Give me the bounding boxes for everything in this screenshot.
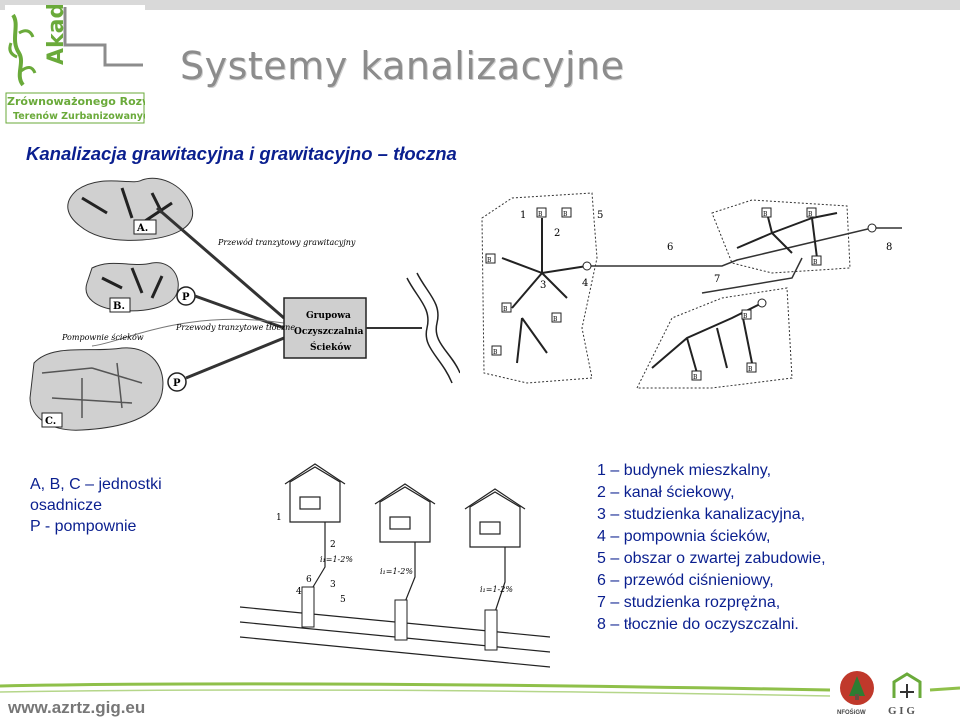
academy-logo-graphic: Akademia Zrównoważonego Rozwoju Terenów … [5, 0, 171, 124]
legend-item: 7 – studzienka rozprężna, [597, 594, 781, 611]
pump-stations-label: Pompownie ścieków [61, 333, 144, 342]
legend-item: 8 – tłocznie do oczyszczalni. [597, 616, 799, 633]
pressure-transit-label: Przewody tranzytowe tłoczne [175, 323, 295, 332]
profile-num-3: 3 [330, 580, 336, 590]
building-6: B [493, 349, 498, 356]
unit-c-label: C. [45, 416, 56, 427]
logo-akademia: Akademia [44, 5, 69, 65]
plant-label-2: Oczyszczalnia [294, 327, 364, 337]
plan-num-4: 4 [582, 278, 588, 289]
plan-num-1: 1 [520, 210, 526, 221]
profile-num-2: 2 [330, 540, 336, 550]
plan-num-8: 8 [886, 242, 892, 253]
building-3: B [563, 211, 568, 218]
group-sewerage-diagram: A. B. C. P P Grupowa Oczyszczalnia Ściek… [29, 177, 460, 431]
logo-line-2: Zrównoważonego Rozwoju [7, 95, 145, 108]
legend-item: 3 – studzienka kanalizacyjna, [597, 506, 806, 523]
academy-logo: Akademia Zrównoważonego Rozwoju Terenów … [5, 0, 171, 127]
legend-numbers: 1 – budynek mieszkalny, 2 – kanał ścieko… [597, 460, 826, 636]
nfosigw-text: NFOŚiGW [837, 709, 866, 716]
building-7: B [763, 211, 768, 218]
legend-item: 5 – obszar o zwartej zabudowie, [597, 550, 826, 567]
unit-b-label: B. [113, 301, 125, 312]
profile-num-5: 5 [340, 595, 346, 605]
slope-label-3: i₁=1-2% [480, 585, 513, 594]
pump-station-c [167, 372, 187, 392]
building-4: B [503, 306, 508, 313]
pump-c-label: P [173, 378, 181, 389]
nfosigw-logo: NFOŚiGW [837, 671, 874, 716]
building-1: B [487, 257, 492, 264]
building-9: B [813, 259, 818, 266]
plan-num-6: 6 [667, 242, 673, 253]
page-title: Systemy kanalizacyjne [180, 44, 625, 88]
gig-text: G I G [888, 705, 915, 717]
building-12: B [748, 366, 753, 373]
legend-item: 6 – przewód ciśnieniowy, [597, 572, 774, 589]
plant-label-3: Ścieków [310, 341, 351, 353]
plan-num-2: 2 [554, 228, 560, 239]
gravity-transit-label: Przewód tranzytowy grawitacyjny [217, 238, 356, 247]
slope-label-2: i₁=1-2% [380, 567, 413, 576]
plant-label-1: Grupowa [306, 311, 351, 321]
plan-num-3: 3 [540, 280, 546, 291]
building-5: B [553, 316, 558, 323]
footer-band [0, 682, 960, 697]
slide-subtitle: Kanalizacja grawitacyjna i grawitacyjno … [26, 143, 457, 164]
slope-label-1: i₁=1-2% [320, 555, 353, 564]
house-connection-profile: i₁=1-2% i₁=1-2% i₁=1-2% 1 2 3 4 5 6 [239, 463, 551, 668]
pressure-network-plan: B B B B B B B B B B B B 1 2 3 4 5 6 7 8 [481, 192, 902, 389]
legend-units-line: A, B, C – jednostki [30, 476, 162, 493]
building-8: B [808, 211, 813, 218]
logo-line-3: Terenów Zurbanizowanych [13, 111, 145, 122]
profile-num-6: 6 [306, 575, 312, 585]
plan-num-7: 7 [714, 274, 720, 285]
gig-logo: G I G [888, 672, 922, 717]
legend-item: 4 – pompownia ścieków, [597, 528, 771, 545]
profile-num-4: 4 [296, 587, 302, 597]
profile-num-1: 1 [276, 513, 282, 523]
unit-a-label: A. [136, 223, 148, 234]
building-11: B [693, 374, 698, 381]
legend-units-line: osadnicze [30, 497, 103, 514]
legend-units-line: P - pompownie [30, 518, 137, 535]
legend-item: 2 – kanał ściekowy, [597, 484, 735, 501]
pump-b-label: P [182, 292, 190, 303]
legend-units: A, B, C – jednostki osadnicze P - pompow… [30, 474, 162, 537]
building-10: B [743, 313, 748, 320]
plan-num-5: 5 [597, 210, 603, 221]
website-link[interactable]: www.azrtz.gig.eu [8, 698, 146, 717]
legend-item: 1 – budynek mieszkalny, [597, 462, 772, 479]
building-2: B [538, 211, 543, 218]
top-bar [0, 0, 960, 10]
